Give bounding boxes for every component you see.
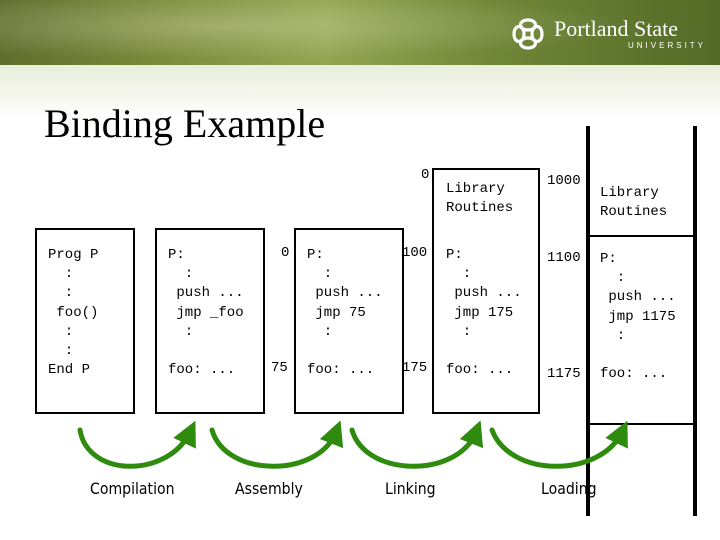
linked-addr-foo: 175 <box>402 360 428 376</box>
assembled-code-box: P: : push ... jmp 75 : foo: ... <box>294 228 404 414</box>
source-program-box: Prog P : : foo() : : End P <box>35 228 135 414</box>
stage-label-assembly: Assembly <box>235 479 303 498</box>
linked-code: P: : push ... jmp 175 : foo: ... <box>446 247 522 379</box>
loaded-addr-foo: 1175 <box>547 366 581 382</box>
university-logo: Portland State UNIVERSITY <box>510 14 710 54</box>
university-subtitle: UNIVERSITY <box>628 41 707 50</box>
university-name: Portland State <box>554 16 679 41</box>
memory-left-edge <box>586 126 590 516</box>
memory-divider-bottom <box>590 423 693 425</box>
memory-right-edge <box>693 126 697 516</box>
source-program-code: Prog P : : foo() : : End P <box>48 247 99 379</box>
loaded-addr-p: 1100 <box>547 250 581 266</box>
linked-library-routines: Library Routines <box>446 181 514 217</box>
stage-label-linking: Linking <box>385 479 436 498</box>
linking-arrow <box>349 420 484 469</box>
psu-emblem-icon <box>512 18 544 50</box>
assembly-arrow <box>209 420 344 469</box>
stage-label-compilation: Compilation <box>90 479 175 498</box>
compiled-code-box: P: : push ... jmp _foo : foo: ... <box>155 228 265 414</box>
linked-addr-p: 100 <box>402 245 428 261</box>
loaded-library-routines: Library Routines <box>600 185 668 221</box>
header-fade <box>0 65 720 120</box>
assembled-addr-p: 0 <box>281 245 290 261</box>
assembled-code: P: : push ... jmp 75 : foo: ... <box>307 247 383 379</box>
header-banner <box>0 0 720 65</box>
loaded-addr-library: 1000 <box>547 173 581 189</box>
loading-arrow <box>489 420 628 469</box>
linked-addr-library: 0 <box>421 167 430 183</box>
compilation-arrow <box>77 420 196 469</box>
stage-label-loading: Loading <box>541 479 597 498</box>
linked-code-box: Library Routines P: : push ... jmp 175 :… <box>432 168 540 414</box>
assembled-addr-foo: 75 <box>271 360 288 376</box>
loaded-code: P: : push ... jmp 1175 : foo: ... <box>600 251 676 383</box>
memory-divider-top <box>590 235 693 237</box>
compiled-code: P: : push ... jmp _foo : foo: ... <box>168 247 244 379</box>
slide-title: Binding Example <box>44 101 326 146</box>
